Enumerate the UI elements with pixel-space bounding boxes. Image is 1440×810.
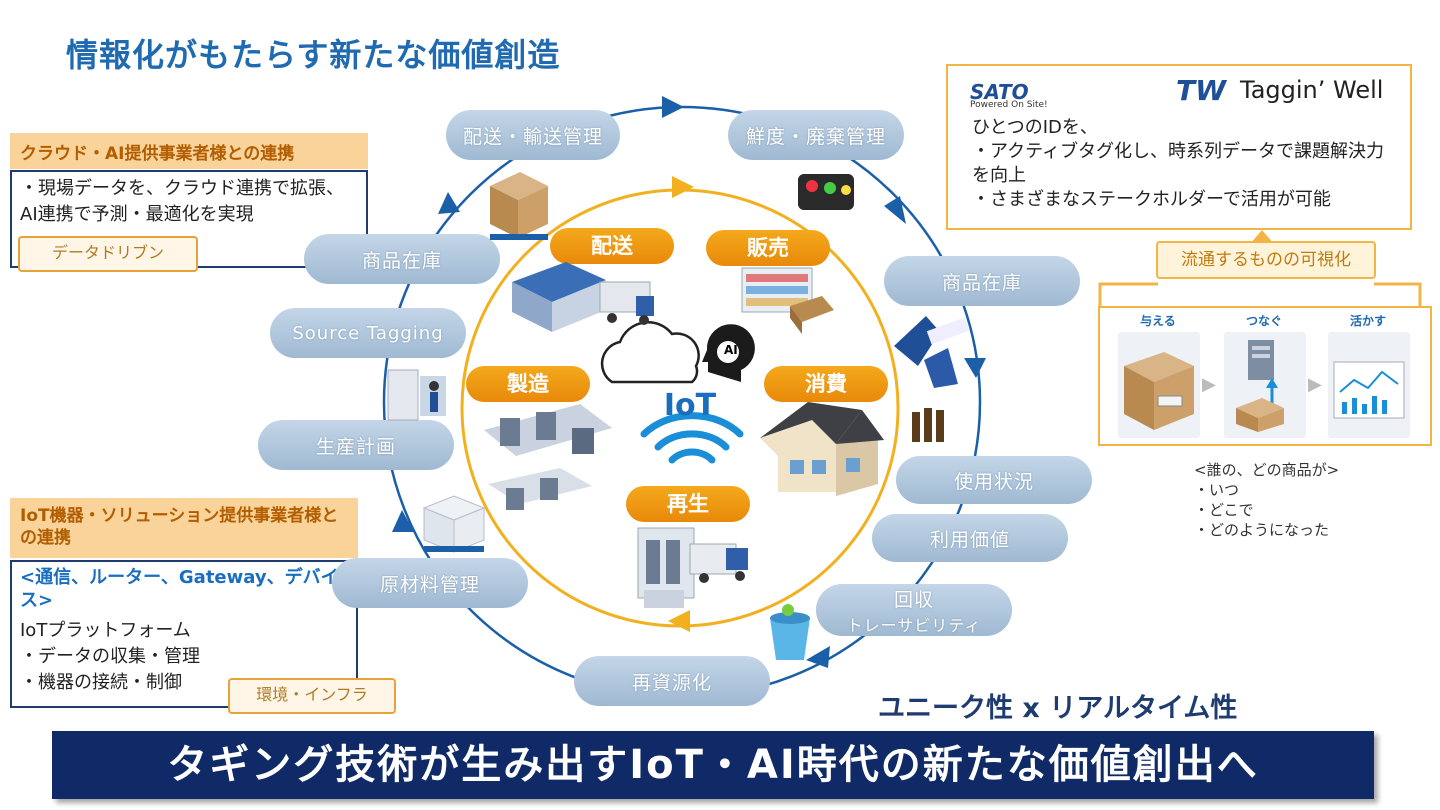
handheld-scanner-illustration — [894, 316, 970, 388]
stage-usage-value: 利用価値 — [872, 514, 1068, 562]
bracket-connector — [1098, 230, 1422, 308]
partner-info-box: SATO Powered On Site! TW Taggin’ Well ひと… — [946, 64, 1412, 230]
iot-panel-subtitle: <通信、ルーター、Gateway、デバイス> — [20, 567, 339, 611]
iot-panel-line3: ・機器の接続・制御 — [20, 672, 182, 693]
flow-step3-card — [1328, 332, 1410, 438]
inner-arrow-bottom — [668, 610, 690, 632]
inner-arrow-top — [672, 176, 694, 198]
partner-info-text: ひとつのIDを、 ・アクティブタグ化し、時系列データで課題解決力を向上 ・さまざ… — [972, 116, 1402, 212]
warehouse-truck-illustration — [512, 262, 654, 332]
factory-line-illustration — [484, 404, 612, 510]
house-illustration — [760, 402, 884, 496]
flow-arrow-2: ▶ — [1308, 374, 1322, 395]
stage-raw-materials: 原材料管理 — [332, 558, 528, 608]
bottles-illustration — [912, 408, 944, 442]
iot-panel-line1: IoTプラットフォーム — [20, 620, 191, 641]
collection-label: 回収 — [893, 588, 934, 611]
data-driven-tag: データドリブン — [18, 236, 198, 272]
traceability-label: トレーサビリティ — [846, 615, 982, 635]
outer-arrow-top — [662, 96, 684, 118]
sato-logo: SATO — [970, 80, 1029, 104]
iot-panel-line2: ・データの収集・管理 — [20, 646, 200, 667]
stage-freshness-disposal: 鮮度・廃棄管理 — [728, 110, 904, 160]
bento-box-illustration — [798, 174, 854, 210]
flow-step2-label: つなぐ — [1245, 314, 1282, 328]
wifi-icon — [640, 412, 744, 464]
who-line3: ・どこで — [1194, 501, 1254, 519]
cloud-ai-panel-header: クラウド・AI提供事業者様との連携 — [10, 133, 368, 169]
boxes-pallet-illustration — [490, 172, 548, 240]
store-shelves-illustration — [741, 267, 834, 334]
inner-stage-delivery: 配送 — [550, 228, 674, 264]
cloud-icon — [600, 321, 700, 384]
visualization-label: 流通するものの可視化 — [1156, 241, 1376, 279]
worker-rack-illustration — [387, 369, 446, 421]
uniqueness-caption: ユニーク性 x リアルタイム性 — [878, 693, 1238, 724]
stage-usage-status: 使用状況 — [896, 456, 1092, 504]
flow-step1-card — [1118, 332, 1200, 438]
who-line1: <誰の、どの商品が> — [1194, 461, 1340, 479]
taggin-well-mark: TW — [1176, 74, 1226, 107]
sato-tagline: Powered On Site! — [970, 100, 1048, 110]
flow-step3-label: 活かす — [1349, 314, 1386, 328]
page-title: 情報化がもたらす新たな価値創造 — [66, 36, 561, 74]
flow-step2-card — [1224, 332, 1306, 438]
stage-delivery-transport: 配送・輸送管理 — [446, 110, 620, 160]
trash-bin-illustration — [770, 604, 810, 660]
stage-collection-traceability: 回収 トレーサビリティ — [816, 584, 1012, 636]
infra-tag: 環境・インフラ — [228, 678, 396, 714]
inner-stage-manufacturing: 製造 — [466, 366, 590, 402]
stage-source-tagging: Source Tagging — [270, 308, 466, 358]
inner-stage-consumption: 消費 — [764, 366, 888, 402]
outer-arrow-right-upper — [884, 196, 906, 224]
outer-arrow-left-upper — [438, 192, 460, 214]
partner-info-line3: ・さまざまなステークホルダーで活用が可能 — [972, 189, 1331, 210]
iot-panel-header: IoT機器・ソリューション提供事業者様との連携 — [10, 498, 358, 558]
recycling-plant-illustration — [637, 527, 748, 608]
outer-arrow-right — [964, 358, 986, 378]
flow-arrow-1: ▶ — [1202, 374, 1216, 395]
inner-stage-sales: 販売 — [706, 230, 830, 266]
who-line4: ・どのようになった — [1194, 521, 1330, 539]
iot-label: IoT — [663, 388, 717, 423]
partner-info-line1: ひとつのIDを、 — [972, 117, 1098, 138]
taggin-well-logo: Taggin’ Well — [1240, 76, 1384, 104]
who-line2: ・いつ — [1194, 481, 1240, 499]
outer-arrow-bottom-right — [806, 646, 830, 668]
inner-stage-regeneration: 再生 — [626, 486, 750, 522]
outer-arrow-left — [392, 510, 414, 532]
cloud-ai-panel-text: ・現場データを、クラウド連携で拡張、AI連携で予測・最適化を実現 — [20, 178, 344, 225]
stage-inventory-right: 商品在庫 — [884, 256, 1080, 306]
bottom-banner: タギング技術が生み出すIoT・AI時代の新たな価値創出へ — [52, 731, 1374, 799]
who-list: <誰の、どの商品が> ・いつ ・どこで ・どのようになった — [1194, 460, 1414, 540]
pallet-stack-illustration — [422, 495, 486, 553]
stage-production-planning: 生産計画 — [258, 420, 454, 470]
stage-inventory-left: 商品在庫 — [304, 234, 500, 284]
flow-box: 与える つなぐ 活かす ▶ — [1098, 306, 1432, 446]
stage-recycling: 再資源化 — [574, 656, 770, 706]
partner-info-line2: ・アクティブタグ化し、時系列データで課題解決力を向上 — [972, 141, 1385, 186]
flow-step1-label: 与える — [1140, 314, 1176, 328]
